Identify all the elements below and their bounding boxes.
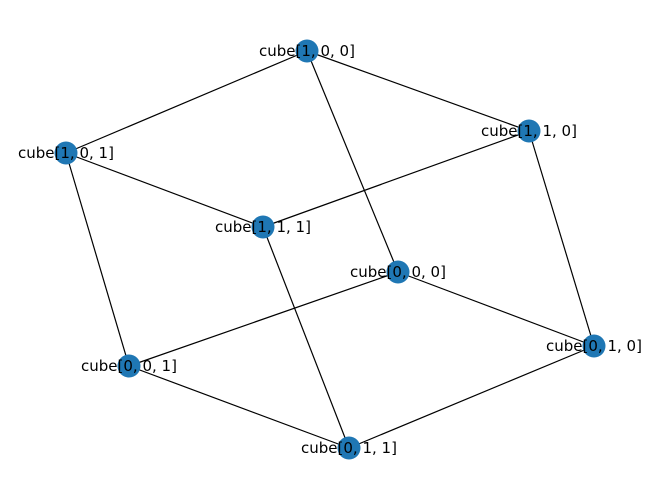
edge-100-101 xyxy=(65,50,308,154)
node-label-011: cube[0, 1, 1] xyxy=(301,439,397,457)
edge-010-011 xyxy=(348,345,595,449)
nodes xyxy=(54,39,606,460)
node-111 xyxy=(251,215,275,239)
edge-100-110 xyxy=(306,50,530,132)
edge-110-010 xyxy=(528,130,595,347)
node-label-010: cube[0, 1, 0] xyxy=(546,337,642,355)
node-000 xyxy=(386,260,410,284)
edge-110-111 xyxy=(262,130,530,228)
edge-101-001 xyxy=(65,152,130,367)
node-label-101: cube[1, 0, 1] xyxy=(18,144,114,162)
node-001 xyxy=(117,354,141,378)
node-011 xyxy=(337,436,361,460)
edges xyxy=(65,50,595,449)
edge-000-001 xyxy=(128,271,399,367)
node-label-110: cube[1, 1, 0] xyxy=(481,122,577,140)
node-label-000: cube[0, 0, 0] xyxy=(350,263,446,281)
edge-000-010 xyxy=(397,271,595,347)
edge-001-011 xyxy=(128,365,350,449)
node-label-100: cube[1, 0, 0] xyxy=(259,42,355,60)
labels: cube[1, 0, 0] cube[1, 1, 0] cube[1, 0, 1] c… xyxy=(18,42,642,457)
node-110 xyxy=(517,119,541,143)
node-100 xyxy=(295,39,319,63)
edge-101-111 xyxy=(65,152,264,228)
edge-100-000 xyxy=(306,50,399,273)
node-010 xyxy=(582,334,606,358)
node-label-001: cube[0, 0, 1] xyxy=(81,357,177,375)
edge-111-011 xyxy=(262,226,350,449)
node-label-111: cube[1, 1, 1] xyxy=(215,218,311,236)
node-101 xyxy=(54,141,78,165)
